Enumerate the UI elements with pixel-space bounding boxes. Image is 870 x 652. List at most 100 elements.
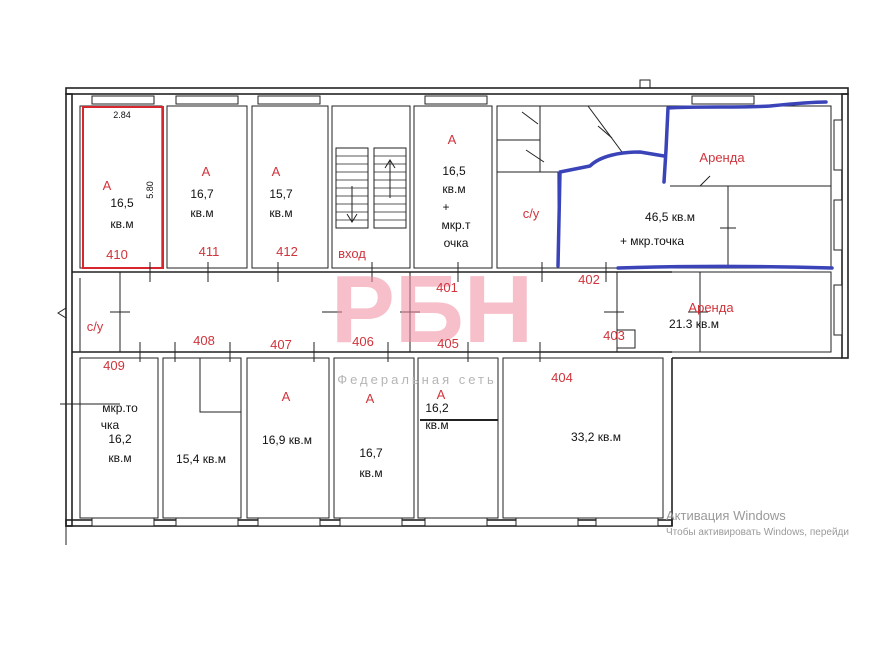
room-number: 406	[352, 334, 374, 349]
room-extra-line2: очка	[444, 236, 469, 250]
dimension-length: 5.80	[145, 181, 155, 199]
stair-arrow-head	[384, 159, 396, 169]
room-area: 16,5	[110, 196, 134, 210]
room-extra-line1: мкр.то	[102, 401, 138, 415]
rent-label: Аренда	[688, 300, 734, 315]
room-number: 409	[103, 358, 125, 373]
room-401-box	[413, 105, 493, 269]
room-area: 15,4 кв.м	[176, 452, 226, 466]
window	[595, 517, 659, 527]
room-number: 401	[436, 280, 458, 295]
room-class-letter: А	[282, 389, 291, 404]
room-404-box	[502, 357, 664, 519]
room-area: 16,2	[425, 401, 449, 415]
wc-label: с/у	[87, 319, 104, 334]
room-408-box	[162, 357, 242, 519]
window	[175, 95, 239, 105]
room-area-unit: кв.м	[190, 206, 213, 220]
stair-room-box	[331, 105, 411, 269]
room-labels: 2.84 5.80 А 16,5 кв.м 410 А 16,7 кв.м 41…	[87, 110, 746, 480]
room-area-plus: +	[442, 200, 449, 214]
door-tick	[60, 111, 736, 405]
rent-label: Аренда	[699, 150, 745, 165]
logo-subtitle: Федеральная сеть	[337, 372, 497, 387]
room-area-unit: кв.м	[442, 182, 465, 196]
entry-notch	[57, 307, 67, 319]
room-number: 411	[199, 244, 220, 259]
room-number: 403	[603, 328, 625, 343]
room-class-letter: А	[202, 164, 211, 179]
room-area: 16,5	[442, 164, 466, 178]
corridor	[57, 271, 832, 353]
room-area: 16,7	[190, 187, 214, 201]
vent-mark	[639, 79, 651, 88]
room-412-box	[251, 105, 329, 269]
activation-title: Активация Windows	[666, 508, 786, 523]
dimension-width: 2.84	[113, 110, 131, 120]
diagonal-wall	[587, 105, 623, 153]
window	[833, 199, 843, 251]
room-area: 46,5 кв.м	[645, 210, 695, 224]
logo-letters: РБН	[331, 256, 533, 363]
room-411-box	[166, 105, 248, 269]
rented-area-outline	[556, 100, 834, 270]
window	[91, 95, 155, 105]
room-area-unit: кв.м	[110, 217, 133, 231]
room-class-letter: А	[448, 132, 457, 147]
window	[257, 517, 321, 527]
room-410-highlight	[82, 106, 164, 269]
stair-arrow-head	[346, 213, 358, 223]
column	[616, 329, 636, 349]
room-class-letter: А	[366, 391, 375, 406]
room-number: 410	[106, 247, 128, 262]
window	[175, 517, 239, 527]
lower-rooms	[79, 357, 664, 519]
room-number: 408	[193, 333, 215, 348]
right-wall	[841, 93, 849, 359]
room-area: 16,2	[108, 432, 132, 446]
room-number: 407	[270, 337, 292, 352]
room-number: 404	[551, 370, 573, 385]
window	[424, 517, 488, 527]
window	[424, 95, 488, 105]
room-class-letter: А	[103, 178, 112, 193]
room-class-letter: А	[437, 387, 446, 402]
step-wall	[671, 357, 842, 526]
window	[91, 517, 155, 527]
window	[257, 95, 321, 105]
top-wall	[65, 87, 849, 95]
room-area: 21.3 кв.м	[669, 317, 719, 331]
room-area-unit: кв.м	[359, 466, 382, 480]
room-area: 16,9 кв.м	[262, 433, 312, 447]
room-extra: + мкр.точка	[620, 234, 684, 248]
room-extra-line1: мкр.т	[441, 218, 471, 232]
rbn-logo: РБН Федеральная сеть	[331, 256, 533, 387]
room-407-box	[246, 357, 330, 519]
room-class-letter: А	[272, 164, 281, 179]
room-number: 412	[276, 244, 298, 259]
staircase	[335, 147, 407, 229]
window	[833, 284, 843, 336]
upper-rooms	[79, 105, 832, 269]
room-extra-line2: чка	[101, 418, 120, 432]
window	[339, 517, 403, 527]
window	[833, 119, 843, 171]
room-number: 405	[437, 336, 459, 351]
window	[691, 95, 755, 105]
room-area: 15,7	[269, 187, 293, 201]
room-405-box	[417, 357, 499, 519]
room-area: 33,2 кв.м	[571, 430, 621, 444]
room-area-unit: кв.м	[108, 451, 131, 465]
room-area: 16,7	[359, 446, 383, 460]
room-number: 402	[578, 272, 600, 287]
window	[515, 517, 579, 527]
door-marks	[60, 111, 736, 405]
windows-activation-watermark: Активация Windows Чтобы активировать Win…	[666, 508, 849, 538]
outer-walls	[65, 87, 849, 545]
shaft-wall	[199, 358, 241, 413]
room-406-box	[333, 357, 415, 519]
room-area-unit: кв.м	[425, 418, 448, 432]
room-409-box	[79, 357, 159, 519]
activation-subtitle: Чтобы активировать Windows, перейди	[666, 526, 849, 538]
